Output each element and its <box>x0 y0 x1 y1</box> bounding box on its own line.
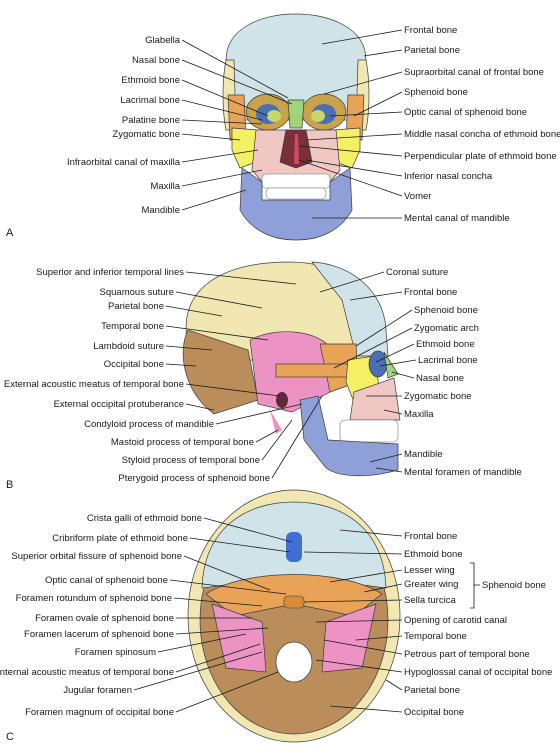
label-a-left-7: Maxilla <box>150 181 180 192</box>
label-c-right-6: Temporal bone <box>404 631 467 642</box>
label-c-left-0: Crista galli of ethmoid bone <box>87 513 202 524</box>
label-c-left-2: Superior orbital fissure of sphenoid bon… <box>11 551 182 562</box>
label-b-right-10: Mental foramen of mandible <box>404 467 522 478</box>
mandible-lateral-shape <box>299 395 399 477</box>
label-a-left-3: Lacrimal bone <box>120 95 180 106</box>
label-a-right-7: Inferior nasal concha <box>404 171 493 182</box>
label-a-right-4: Optic canal of sphenoid bone <box>404 107 527 118</box>
label-a-right-8: Vomer <box>404 191 431 202</box>
occipital-lateral-shape <box>182 329 259 415</box>
leader-lines <box>133 29 480 713</box>
label-c-left-9: Jugular foramen <box>63 685 132 696</box>
foramen-magnum <box>275 641 313 683</box>
label-c-right-3: Greater wing <box>404 579 458 590</box>
panel-letter-a: A <box>6 227 14 239</box>
label-b-left-4: Lambdoid suture <box>93 341 164 352</box>
label-c-left-3: Optic canal of sphenoid bone <box>45 575 168 586</box>
label-b-right-6: Nasal bone <box>416 373 464 384</box>
label-b-left-0: Superior and inferior temporal lines <box>36 267 184 278</box>
label-a-left-4: Palatine bone <box>122 115 180 126</box>
cranial-base-superior-view <box>187 489 401 743</box>
label-b-right-5: Lacrimal bone <box>418 355 478 366</box>
label-c-left-4: Foramen rotundum of sphenoid bone <box>16 593 172 604</box>
label-a-right-5: Middle nasal concha of ethmoid bone <box>404 129 560 140</box>
label-b-left-11: Pterygoid process of sphenoid bone <box>118 473 270 484</box>
label-c-left-8: Internal acoustic meatus of temporal bon… <box>0 667 174 678</box>
label-b-left-10: Styloid process of temporal bone <box>122 455 260 466</box>
nasal-bone-shape <box>287 99 305 129</box>
lower-teeth <box>265 187 327 200</box>
label-c-right-2: Lesser wing <box>404 565 455 576</box>
label-a-right-0: Frontal bone <box>404 25 457 36</box>
label-c-right-0: Frontal bone <box>404 531 457 542</box>
sphenoid-bracket <box>470 562 480 609</box>
label-b-left-6: External acoustic meatus of temporal bon… <box>4 379 184 390</box>
label-c-right-8: Hypoglossal canal of occipital bone <box>404 667 552 678</box>
frontal-bone-shape <box>225 13 367 121</box>
label-c-right-10: Occipital bone <box>404 707 464 718</box>
panel-letter-b: B <box>6 479 13 491</box>
label-a-left-8: Mandible <box>141 205 180 216</box>
mastoid-process <box>270 410 282 434</box>
label-b-left-9: Mastoid process of temporal bone <box>111 437 254 448</box>
label-a-right-2: Supraorbital canal of frontal bone <box>404 67 544 78</box>
vomer-shape <box>294 134 299 164</box>
label-a-left-0: Glabella <box>145 35 181 46</box>
teeth-lateral <box>339 419 399 443</box>
label-b-right-2: Sphenoid bone <box>414 305 478 316</box>
label-b-right-9: Mandible <box>404 449 443 460</box>
cribriform-plate <box>286 532 302 562</box>
label-c-bracket: Sphenoid bone <box>482 580 546 591</box>
label-b-right-0: Coronal suture <box>386 267 448 278</box>
label-c-right-1: Ethmoid bone <box>404 549 463 560</box>
label-c-right-7: Petrous part of temporal bone <box>404 649 530 660</box>
label-b-right-7: Zygomatic bone <box>404 391 472 402</box>
label-a-right-6: Perpendicular plate of ethmoid bone <box>404 151 557 162</box>
label-b-left-8: Condyloid process of mandible <box>84 419 214 430</box>
upper-teeth <box>261 173 331 189</box>
ethmoid-right <box>311 110 325 122</box>
skull-anterior-view <box>222 13 370 241</box>
maxilla-lateral-shape <box>349 377 401 421</box>
sella-turcica <box>283 595 305 609</box>
label-b-left-1: Squamous suture <box>100 287 174 298</box>
label-a-left-1: Nasal bone <box>132 55 180 66</box>
label-b-right-3: Zygomatic arch <box>414 323 479 334</box>
mandible-shape <box>239 167 353 241</box>
label-a-left-6: Infraorbital canal of maxilla <box>67 157 181 168</box>
ethmoid-left <box>267 110 281 122</box>
label-a-left-2: Ethmoid bone <box>121 75 180 86</box>
label-b-right-4: Ethmoid bone <box>416 339 475 350</box>
label-b-left-7: External occipital protuberance <box>54 399 184 410</box>
label-c-left-6: Foramen lacerum of sphenoid bone <box>24 629 174 640</box>
label-a-right-9: Mental canal of mandible <box>404 213 510 224</box>
label-c-left-5: Foramen ovale of sphenoid bone <box>35 613 174 624</box>
label-b-left-3: Temporal bone <box>101 321 164 332</box>
label-b-left-5: Occipital bone <box>104 359 164 370</box>
label-c-left-7: Foramen spinosum <box>75 647 156 658</box>
label-b-left-2: Parietal bone <box>108 301 164 312</box>
label-a-right-3: Sphenoid bone <box>404 87 468 98</box>
label-c-right-4: Sella turcica <box>404 595 456 606</box>
label-b-right-1: Frontal bone <box>404 287 457 298</box>
label-a-right-1: Parietal bone <box>404 45 460 56</box>
label-c-left-1: Cribriform plate of ethmoid bone <box>52 533 188 544</box>
label-a-left-5: Zygomatic bone <box>112 129 180 140</box>
panel-letter-c: C <box>6 731 14 743</box>
label-c-right-5: Opening of carotid canal <box>404 615 507 626</box>
label-c-left-10: Foramen magnum of occipital bone <box>25 707 174 718</box>
label-b-right-8: Maxilla <box>404 409 434 420</box>
external-acoustic-meatus <box>276 392 288 408</box>
label-c-right-9: Parietal bone <box>404 685 460 696</box>
